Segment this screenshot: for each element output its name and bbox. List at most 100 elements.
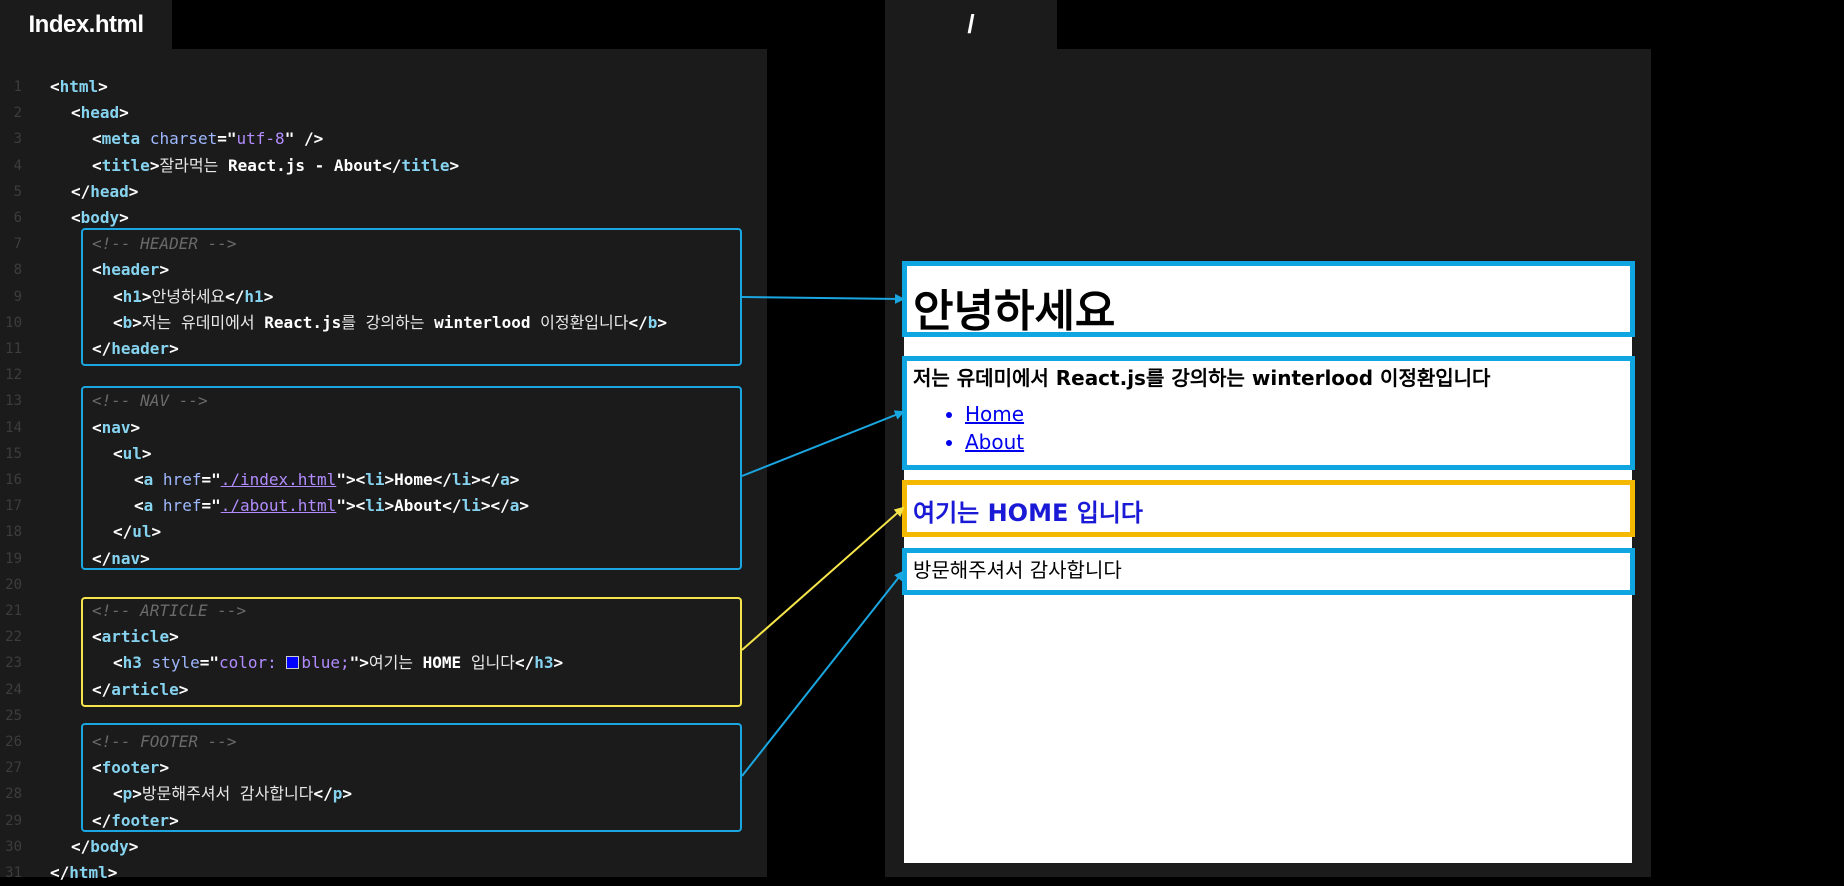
line-number: 16 xyxy=(5,472,22,488)
code-line[interactable]: 3<meta charset="utf-8" /> xyxy=(0,126,767,152)
code-text: <header> xyxy=(92,260,170,280)
preview-h3: 여기는 HOME 입니다 xyxy=(913,499,1143,527)
preview-h1: 안녕하세요 xyxy=(913,286,1116,337)
rendered-page xyxy=(904,263,1632,863)
footer-outline xyxy=(902,548,1635,595)
line-number: 10 xyxy=(5,314,22,331)
line-number: 20 xyxy=(5,576,22,593)
line-number: 11 xyxy=(5,341,22,357)
code-text: <head> xyxy=(71,103,129,123)
line-number: 14 xyxy=(5,419,22,436)
code-line[interactable]: 12 xyxy=(0,362,767,388)
line-number: 2 xyxy=(13,105,22,122)
header-code-highlight xyxy=(81,228,742,366)
line-number: 12 xyxy=(5,367,22,384)
code-text: </header> xyxy=(92,339,179,358)
code-line[interactable]: 25 xyxy=(0,703,767,729)
line-number: 17 xyxy=(5,498,22,515)
code-line[interactable]: 23 <h3 style="color: blue;">여기는 HOME 입니다<… xyxy=(0,650,767,676)
line-number: 15 xyxy=(5,445,22,462)
code-line[interactable]: 6 <body> xyxy=(0,205,767,231)
code-line[interactable]: 30 </body> xyxy=(0,834,767,860)
code-text: <title>잘라먹는 React.js - About</title> xyxy=(92,155,460,175)
code-text: <article> xyxy=(92,627,179,647)
editor-tab-label: Index.html xyxy=(28,10,144,38)
line-number: 7 xyxy=(13,236,22,253)
line-number: 30 xyxy=(5,838,22,855)
code-line[interactable]: 13<!-- NAV --> xyxy=(0,388,767,414)
line-number: 21 xyxy=(5,603,22,619)
code-line[interactable]: 9<h1>안녕하세요</h1> xyxy=(0,284,767,310)
code-text: <body> xyxy=(71,208,129,227)
code-line[interactable]: 19</nav> xyxy=(0,546,767,572)
code-text: <ul> xyxy=(113,443,152,463)
code-line[interactable]: 10 <b>저는 유데미에서 React.js를 강의하는 winterlood … xyxy=(0,310,767,336)
preview-nav-list: Home About xyxy=(912,400,1024,456)
code-line[interactable]: 2 <head> xyxy=(0,100,767,126)
code-text: <html> xyxy=(50,77,108,96)
code-line[interactable]: 18 </ul> xyxy=(0,519,767,545)
code-line[interactable]: 28<p>방문해주셔서 감사합니다</p> xyxy=(0,781,767,807)
nav-code-highlight xyxy=(81,386,742,570)
code-line[interactable]: 8 <header> xyxy=(0,257,767,283)
code-text: <!-- HEADER --> xyxy=(92,234,237,254)
code-text: <!-- FOOTER --> xyxy=(92,732,237,751)
code-line[interactable]: 22 <article> xyxy=(0,624,767,650)
code-text: <footer> xyxy=(92,758,170,778)
code-text: </nav> xyxy=(92,548,150,568)
code-line[interactable]: 11 </header> xyxy=(0,336,767,362)
code-line[interactable]: 27 <footer> xyxy=(0,755,767,781)
line-number: 25 xyxy=(5,707,22,724)
code-line[interactable]: 26 <!-- FOOTER --> xyxy=(0,729,767,755)
arrow-footer xyxy=(741,570,905,777)
preview-link-about[interactable]: About xyxy=(965,430,1025,454)
preview-link-home[interactable]: Home xyxy=(965,402,1025,426)
footer-code-highlight xyxy=(81,723,742,832)
code-text: </body> xyxy=(71,836,139,856)
line-number: 26 xyxy=(5,734,22,750)
arrow-article xyxy=(741,506,905,651)
code-line[interactable]: 24</article> xyxy=(0,677,767,703)
preview-bold-text: 저는 유데미에서 React.js를 강의하는 winterlood 이정환입니… xyxy=(913,366,1491,390)
code-line[interactable]: 14<nav> xyxy=(0,415,767,441)
code-text: </ul> xyxy=(113,522,162,542)
preview-footer-text: 방문해주셔서 감사합니다 xyxy=(913,558,1122,582)
article-outline xyxy=(902,480,1635,537)
editor-tab-index-html[interactable]: Index.html xyxy=(0,0,172,49)
code-line[interactable]: 1 <html> xyxy=(0,74,767,100)
code-text: <meta charset="utf-8" /> xyxy=(92,129,324,149)
code-line[interactable]: 21<!-- ARTICLE --> xyxy=(0,598,767,624)
code-text: <h1>안녕하세요</h1> xyxy=(113,286,274,306)
line-number: 18 xyxy=(5,524,22,541)
preview-nav-item-about[interactable]: About xyxy=(965,428,1024,456)
code-line[interactable]: 29</footer> xyxy=(0,808,767,834)
code-line[interactable]: 16 <a href="./index.html"><li>Home</li></… xyxy=(0,467,767,493)
preview-nav-item-home[interactable]: Home xyxy=(965,400,1024,428)
arrow-nav xyxy=(741,410,905,477)
code-text: </footer> xyxy=(92,810,179,830)
line-number: 27 xyxy=(5,760,22,777)
line-number: 5 xyxy=(13,183,22,200)
code-line[interactable]: 15 <ul> xyxy=(0,441,767,467)
code-line[interactable]: 5</head> xyxy=(0,179,767,205)
line-number: 8 xyxy=(13,262,22,279)
article-code-highlight xyxy=(81,597,742,707)
arrow-header xyxy=(741,293,905,304)
preview-tab-root[interactable]: / xyxy=(885,0,1057,49)
code-line[interactable]: 17 <a href="./about.html"><li>About</li><… xyxy=(0,493,767,519)
line-number: 6 xyxy=(13,210,22,226)
code-line[interactable]: 20 xyxy=(0,572,767,598)
code-text: <h3 style="color: blue;">여기는 HOME 입니다</h… xyxy=(113,653,564,673)
code-text: <a href="./index.html"><li>Home</li></a> xyxy=(134,470,520,489)
code-line[interactable]: 4<title>잘라먹는 React.js - About</title> xyxy=(0,153,767,179)
line-number: 23 xyxy=(5,655,22,672)
line-number: 1 xyxy=(13,79,22,95)
code-editor-panel[interactable]: 1 <html> 2 <head> 3<meta charset="utf-8" />4… xyxy=(0,49,767,882)
preview-tab-label: / xyxy=(967,9,975,39)
line-number: 22 xyxy=(5,629,22,646)
line-number: 24 xyxy=(5,681,22,698)
code-line[interactable]: 7 <!-- HEADER --> xyxy=(0,231,767,257)
code-text: <a href="./about.html"><li>About</li></a… xyxy=(134,496,530,516)
code-text: <b>저는 유데미에서 React.js를 강의하는 winterlood 이정… xyxy=(113,312,667,332)
